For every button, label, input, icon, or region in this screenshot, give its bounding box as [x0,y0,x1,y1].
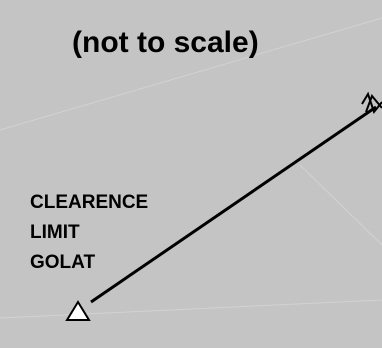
fix-label-line-3: GOLAT [30,252,95,273]
fix-label-line-1: CLEARENCE [30,192,148,213]
course-line [90,105,377,304]
fix-label-line-2: LIMIT [30,222,80,243]
background-grid-line [0,299,382,319]
double-arrowhead-icon [361,91,382,115]
triangle-icon [65,300,91,321]
background-grid-line [0,17,382,131]
background-grid-line [299,164,382,246]
scale-note: (not to scale) [72,26,259,59]
